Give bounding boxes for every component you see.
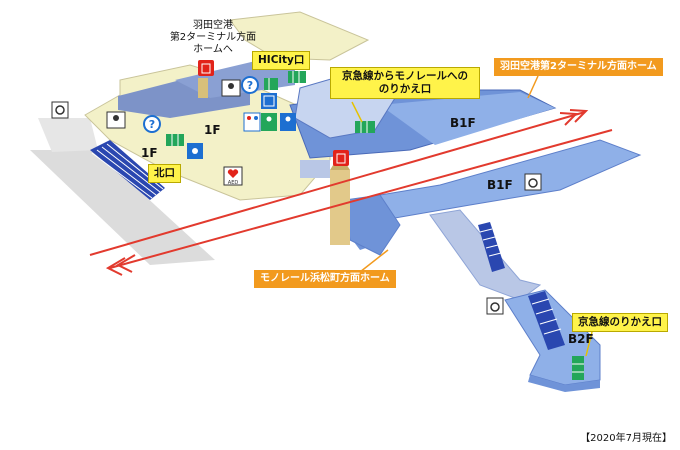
floor-label-b2f: B2F: [568, 332, 594, 346]
stairs-b2: [528, 291, 565, 350]
date-note: 【2020年7月現在】: [580, 433, 672, 444]
information-icon: ?: [143, 115, 161, 133]
callout-leaders: [351, 101, 593, 357]
aed-label: AED: [228, 180, 239, 186]
ticket-gate-icon: [264, 78, 278, 90]
svg-text:?: ?: [149, 118, 155, 131]
floor-label-1f-right: 1F: [204, 123, 221, 137]
hicity-exit-label: HICity口: [252, 51, 311, 70]
elevator-shaft-a: [198, 78, 208, 98]
wheelchair-icon: [524, 173, 542, 191]
passage-to-b2: [429, 209, 542, 301]
floor-label-b1f-mid: B1F: [487, 178, 513, 192]
keikyu-transfer-label: 京急線からモノレールへの のりかえ口: [330, 67, 480, 99]
station-office-icon: [106, 111, 126, 129]
north-exit-label: 北口: [148, 164, 181, 183]
platform-b1-upper: [380, 92, 555, 145]
keikyu-transfer-line-1: 京急線からモノレールへの: [342, 70, 468, 82]
note-line-3: ホームへ: [193, 44, 233, 55]
floor-label-1f-left: 1F: [141, 146, 158, 160]
haneda-terminal2-note: 羽田空港 第2ターミナル方面 ホームへ: [165, 20, 261, 56]
hamamatsucho-platform-label: モノレール浜松町方面ホーム: [254, 270, 396, 288]
track-arrow-upper: [89, 109, 589, 256]
aed-icon: AED: [223, 166, 243, 186]
track-arrow-lower: [105, 129, 613, 276]
b2f-ledge: [528, 375, 600, 392]
ticket-gate-icon: [166, 134, 184, 146]
ticket-gate-icon: [355, 121, 375, 133]
left-ground-shadow: [30, 150, 215, 265]
elevator-shaft-b: [330, 170, 350, 245]
wheelchair-icon: [51, 101, 69, 119]
coin-locker-icon: [261, 93, 277, 109]
keikyu-transfer-line-2: のりかえ口: [378, 83, 432, 95]
left-ramp: [38, 118, 98, 152]
elevator-icon: [333, 150, 349, 166]
elevator-icon: [198, 60, 214, 76]
keikyu-transfer-b2f-label: 京急線のりかえ口: [572, 313, 668, 332]
wheelchair-icon: [486, 297, 504, 315]
floor-label-b1f-top: B1F: [450, 116, 476, 130]
svg-text:?: ?: [247, 79, 253, 92]
platform-b1-mid: [348, 139, 642, 219]
ticket-gate-icon: [288, 71, 306, 83]
information-icon: ?: [241, 76, 259, 94]
central-shaft: [300, 160, 330, 178]
note-line-2: 第2ターミナル方面: [169, 32, 257, 43]
multipurpose-toilet-icon: [261, 113, 277, 131]
stairs-to-b2: [478, 222, 505, 272]
floor-1f-upper: [229, 11, 370, 61]
orange-leaders: [359, 75, 539, 273]
restroom-icon: [243, 112, 261, 132]
haneda-t2-platform-label: 羽田空港第2ターミナル方面ホーム: [494, 58, 663, 76]
station-office-icon: [221, 79, 241, 97]
service-icon: [187, 143, 203, 159]
nursing-room-icon: [280, 113, 296, 131]
note-line-1: 羽田空港: [193, 20, 233, 31]
ticket-gate-icon: [572, 356, 584, 380]
